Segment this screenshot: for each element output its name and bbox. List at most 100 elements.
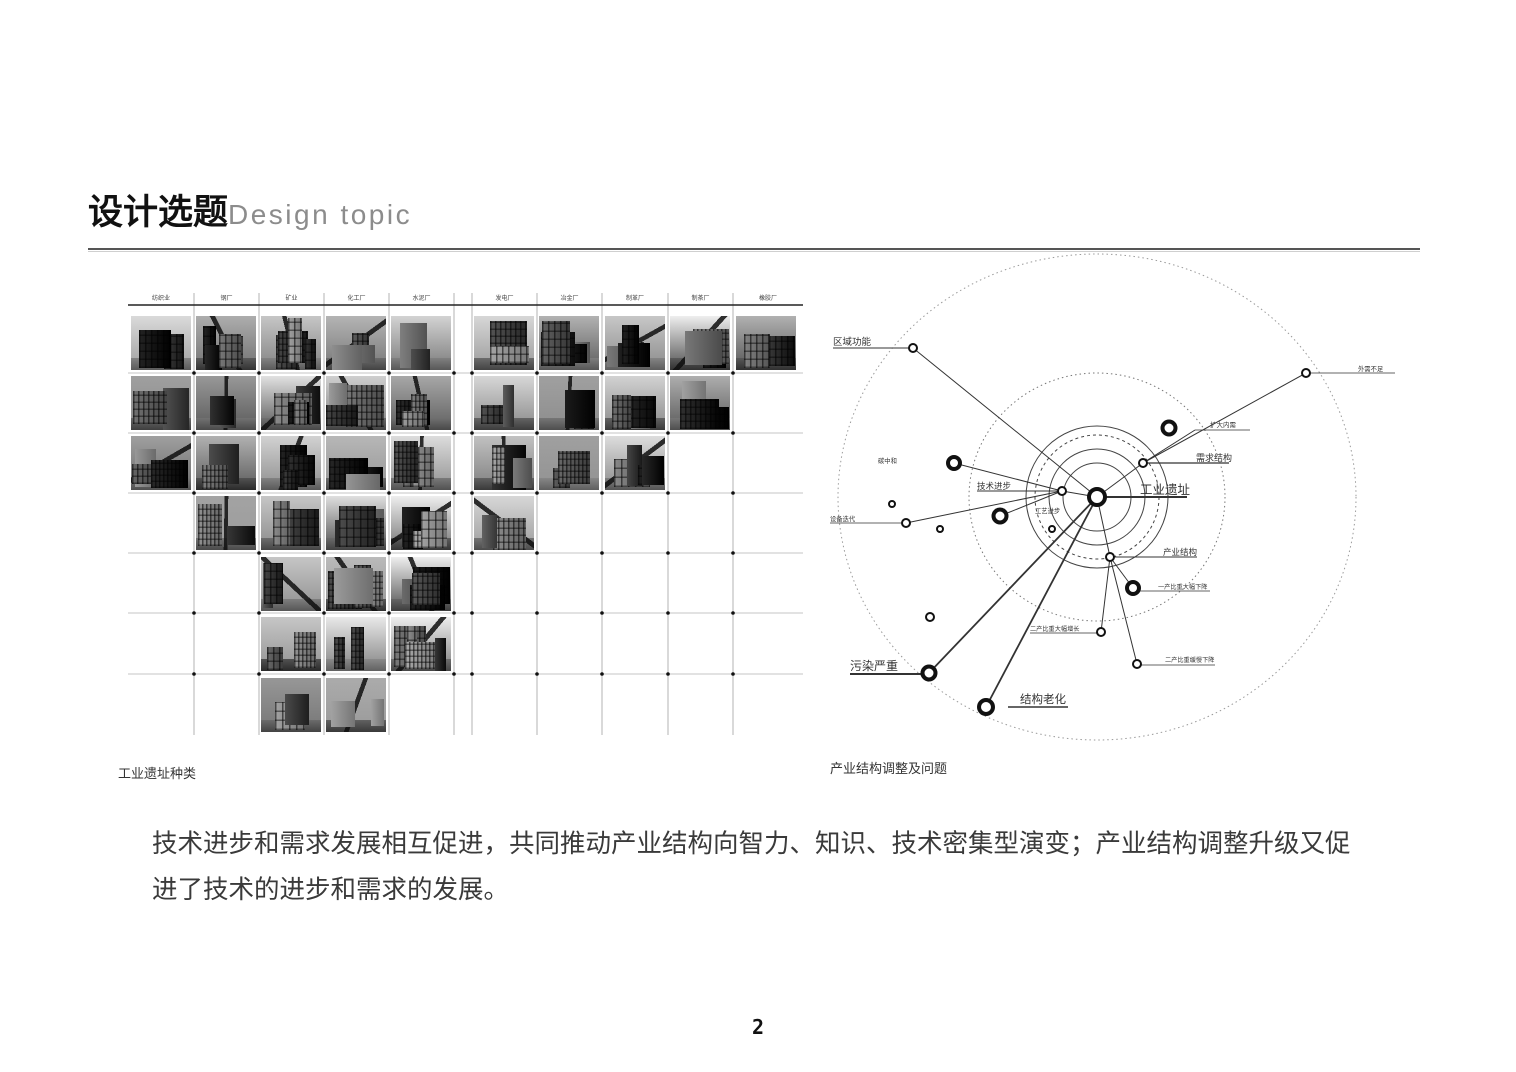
site-photo <box>539 316 599 370</box>
grid-dot <box>387 431 391 435</box>
column-header: 制革厂 <box>625 295 644 302</box>
connector-line <box>953 462 1063 492</box>
grid-dot <box>731 611 735 615</box>
site-photo <box>391 436 451 490</box>
grid-dot <box>470 551 474 555</box>
site-photo <box>391 557 451 611</box>
site-photo <box>391 496 451 550</box>
node-label-expand-domestic-demand: 扩大内需 <box>1210 420 1237 429</box>
node-label-tech-progress: 技术进步 <box>977 481 1011 492</box>
site-photo <box>539 436 599 490</box>
grid-dot <box>535 551 539 555</box>
column-header: 水泥厂 <box>412 295 431 302</box>
node-label-center: 工业遗址 <box>1140 482 1191 497</box>
grid-dot <box>192 551 196 555</box>
grid-dot <box>600 431 604 435</box>
site-photo <box>605 376 665 430</box>
column-header: 冶金厂 <box>560 295 579 302</box>
grid-dot <box>387 371 391 375</box>
connector-line <box>1100 556 1111 633</box>
node-label-equipment-iteration: 设备迭代 <box>830 514 856 523</box>
title-english: Design topic <box>228 199 413 230</box>
node-label-secondary-sharp-growth: 二产比重大幅增长 <box>1030 625 1080 633</box>
grid-dot <box>257 672 261 676</box>
column-header: 钢厂 <box>220 295 233 302</box>
diagram-caption: 产业结构调整及问题 <box>830 762 948 777</box>
node-label-severe-pollution: 污染严重 <box>850 658 898 673</box>
grid-dot <box>666 431 670 435</box>
grid-dot <box>257 371 261 375</box>
grid-dot <box>192 672 196 676</box>
grid-dot <box>600 672 604 676</box>
node-ring <box>1138 458 1148 468</box>
site-photo <box>736 316 796 370</box>
title-chinese: 设计选题 <box>88 193 229 233</box>
site-photo <box>261 436 321 490</box>
grid-dot <box>322 611 326 615</box>
site-photo <box>261 316 321 370</box>
site-photo <box>474 436 534 490</box>
grid-dot <box>192 371 196 375</box>
site-photo <box>326 557 386 611</box>
grid-dot <box>387 672 391 676</box>
photo-grid-caption: 工业遗址种类 <box>118 767 197 782</box>
grid-dot <box>192 491 196 495</box>
grid-dot <box>452 371 456 375</box>
center-node <box>1087 487 1107 507</box>
grid-dot <box>470 611 474 615</box>
site-photo <box>326 316 386 370</box>
grid-dot <box>600 551 604 555</box>
node-ring-bold <box>1160 419 1178 437</box>
grid-dot <box>322 371 326 375</box>
grid-dot <box>387 611 391 615</box>
grid-dot <box>600 491 604 495</box>
grid-dot <box>731 371 735 375</box>
connector-line <box>1142 372 1307 464</box>
site-photo <box>391 316 451 370</box>
site-photo <box>261 557 321 611</box>
node-ring-small <box>1048 525 1056 533</box>
node-ring-bold <box>977 698 995 716</box>
node-ring <box>908 343 918 353</box>
site-photo <box>261 678 321 732</box>
node-ring-bold <box>991 507 1009 525</box>
connector-line-thick <box>928 496 1098 674</box>
grid-dot <box>322 551 326 555</box>
grid-dot <box>387 551 391 555</box>
grid-dot <box>470 491 474 495</box>
industrial-structure-diagram: 区域功能 外需不足 扩大内需 需求结构 碳中和 技术进步 工业遗址 设备迭代 工… <box>830 253 1395 741</box>
grid-dot <box>535 371 539 375</box>
node-ring <box>1301 368 1311 378</box>
node-ring-bold <box>920 664 938 682</box>
node-ring <box>901 518 911 528</box>
grid-dot <box>666 611 670 615</box>
grid-dot <box>452 431 456 435</box>
site-photo <box>261 496 321 550</box>
page-number: 2 <box>751 1015 765 1039</box>
grid-dot <box>257 491 261 495</box>
node-label-industrial-structure: 产业结构 <box>1163 547 1197 558</box>
node-label-primary-sharp-decline: 一产比重大幅下降 <box>1158 583 1208 591</box>
site-photo <box>605 436 665 490</box>
grid-lines <box>128 293 803 735</box>
site-photo <box>474 496 534 550</box>
site-photo <box>326 376 386 430</box>
site-photo <box>326 496 386 550</box>
column-header: 化工厂 <box>347 295 366 302</box>
site-photo <box>196 376 256 430</box>
site-photo <box>326 436 386 490</box>
connector-line <box>905 490 1063 524</box>
grid-dot <box>731 551 735 555</box>
outer-orbit <box>837 253 1357 741</box>
grid-dot <box>470 431 474 435</box>
site-photo <box>605 316 665 370</box>
node-label-aging-structure: 结构老化 <box>1020 692 1066 706</box>
grid-dot <box>452 551 456 555</box>
site-photo <box>391 376 451 430</box>
site-photo <box>670 376 730 430</box>
body-paragraph: 技术进步和需求发展相互促进，共同推动产业结构向智力、知识、技术密集型演变；产业结… <box>152 829 1351 905</box>
grid-dot <box>322 491 326 495</box>
grid-dot <box>535 611 539 615</box>
